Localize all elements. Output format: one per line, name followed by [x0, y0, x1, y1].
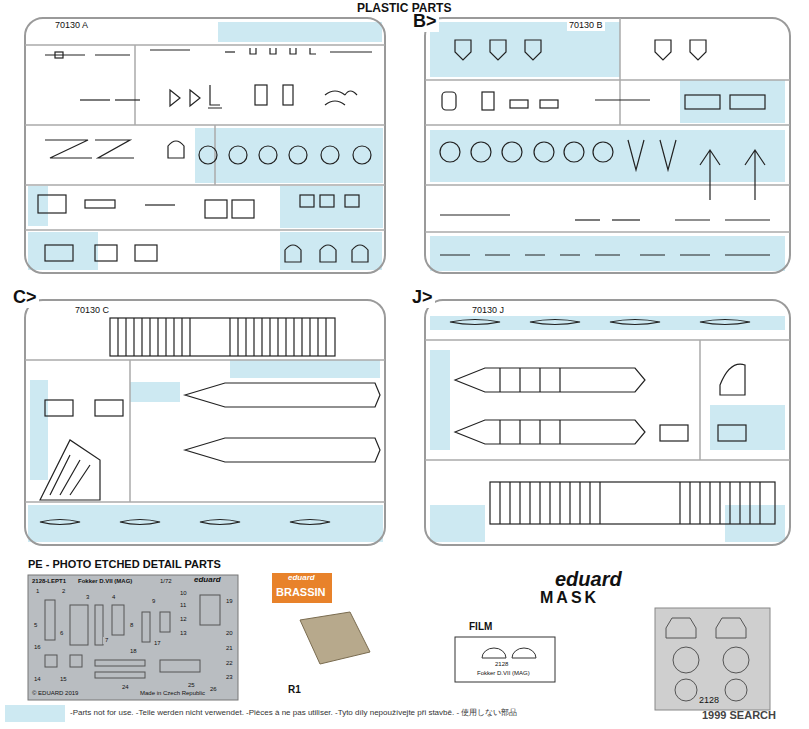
part-text: 70130 C: [73, 306, 111, 316]
callout-number: 7: [103, 637, 110, 644]
callout-number: 19: [224, 598, 235, 605]
callout-number: 4: [110, 594, 117, 601]
part-text: Made in Czech Republic: [140, 690, 205, 697]
part-text: © EDUARD 2019: [32, 690, 78, 697]
callout-number: 17: [152, 640, 163, 647]
watermark: 1999 SEARCH: [702, 709, 776, 721]
callout-number: 10: [178, 590, 189, 597]
part-text: 2128: [699, 696, 719, 706]
callout-number: 22: [224, 660, 235, 667]
part-text: BRASSIN: [276, 586, 326, 598]
part-text: MASK: [540, 589, 599, 607]
callout-number: 24: [120, 684, 131, 691]
part-text: Fokker D.VII (MAG): [477, 670, 530, 677]
callout-number: 20: [224, 630, 235, 637]
mask-sheet: eduardMASK2128: [655, 608, 770, 710]
callout-number: 14: [32, 676, 43, 683]
callout-number: 8: [128, 622, 135, 629]
callout-number: 3: [84, 594, 91, 601]
legend-text: -Parts not for use. -Teile werden nicht …: [70, 709, 517, 718]
callout-number: 5: [32, 622, 39, 629]
callout-number: 21: [224, 645, 235, 652]
callout-number: 2: [60, 588, 67, 595]
legend-swatch: [5, 705, 65, 722]
sprue-frame: 70130 A: [25, 18, 385, 273]
sprue-frame: C>70130 C: [25, 300, 385, 545]
part-text: 2128: [495, 661, 508, 668]
callout-number: 6: [58, 630, 65, 637]
callout-number: 15: [58, 676, 69, 683]
part-text: 1/72: [160, 578, 172, 585]
callout-number: 9: [150, 598, 157, 605]
part-number: R1: [288, 684, 301, 695]
film-sheet: FILM2128Fokker D.VII (MAG): [455, 637, 555, 682]
callout-number: 16: [32, 644, 43, 651]
brassin-logo: eduardBRASSIN: [272, 573, 332, 603]
part-text: eduard: [194, 576, 221, 585]
part-text: Fokker D.VII (MAG): [78, 578, 132, 585]
callout-number: 11: [178, 602, 188, 609]
sprue-frame: B>70130 B: [425, 18, 790, 273]
part-label: J>: [410, 288, 435, 308]
part-text: 2128-LEPT1: [32, 578, 66, 585]
part-label: B>: [411, 12, 439, 32]
part-text: 70130 J: [470, 306, 506, 316]
callout-number: 1: [34, 588, 41, 595]
part-label: FILM: [469, 621, 492, 632]
part-label: eduard: [288, 574, 315, 583]
callout-number: 26: [208, 686, 219, 693]
part-label: C>: [11, 288, 39, 308]
callout-number: 25: [186, 682, 197, 689]
callout-number: 12: [178, 616, 189, 623]
part-label: eduard: [555, 568, 622, 590]
sprue-frame: J>70130 J: [425, 300, 790, 545]
callout-number: 18: [128, 648, 139, 655]
callout-number: 23: [224, 674, 235, 681]
part-text: 70130 B: [567, 21, 605, 31]
part-label: 70130 A: [53, 21, 90, 31]
part-label: PE - PHOTO ETCHED DETAIL PARTS: [28, 558, 221, 570]
callout-number: 13: [178, 630, 189, 637]
